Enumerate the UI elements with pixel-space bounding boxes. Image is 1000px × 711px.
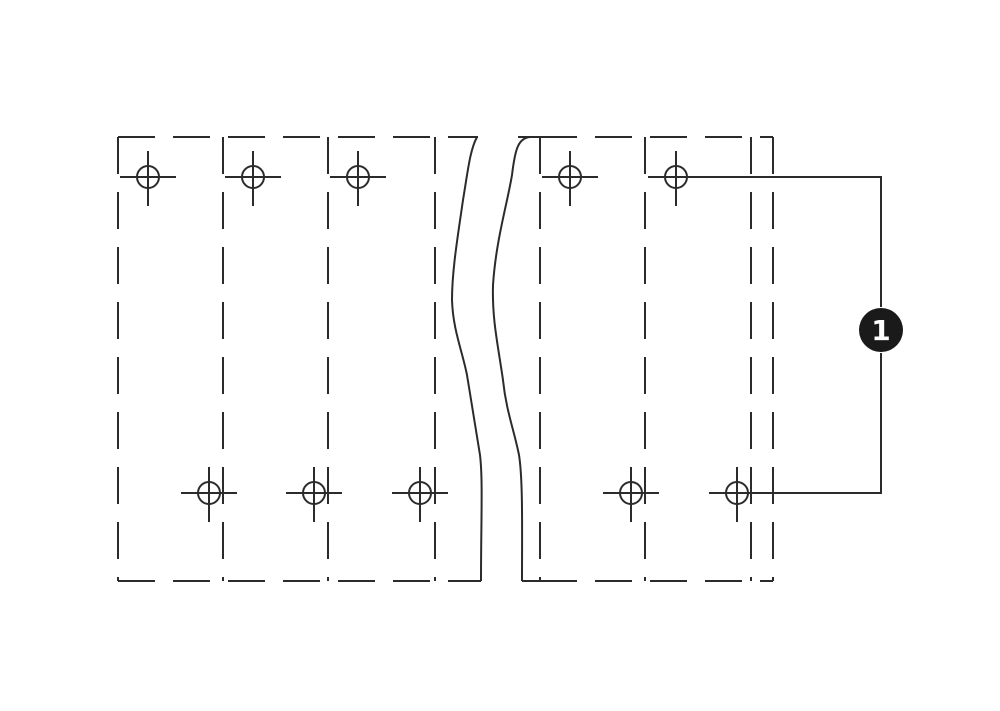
pin-hole	[120, 151, 176, 206]
pins	[120, 151, 765, 522]
pin-hole	[603, 467, 659, 522]
outline-dashed	[118, 136, 773, 582]
pin-hole	[181, 467, 237, 522]
pin-hole	[542, 151, 598, 206]
pin-hole	[330, 151, 386, 206]
pin-hole	[225, 151, 281, 206]
callout-label: 1	[871, 314, 890, 347]
break-lines	[450, 136, 531, 582]
leader-line-top	[676, 176, 882, 307]
callout: 1	[676, 176, 903, 494]
callout-marker	[859, 308, 903, 352]
pin-hole	[648, 151, 704, 206]
pitch-lines	[117, 137, 774, 581]
break-line-right	[491, 136, 531, 582]
pin-hole	[286, 467, 342, 522]
pin-hole	[392, 467, 448, 522]
break-line-left	[450, 136, 483, 582]
leader-line-bottom	[737, 353, 882, 494]
pin-hole	[709, 467, 765, 522]
